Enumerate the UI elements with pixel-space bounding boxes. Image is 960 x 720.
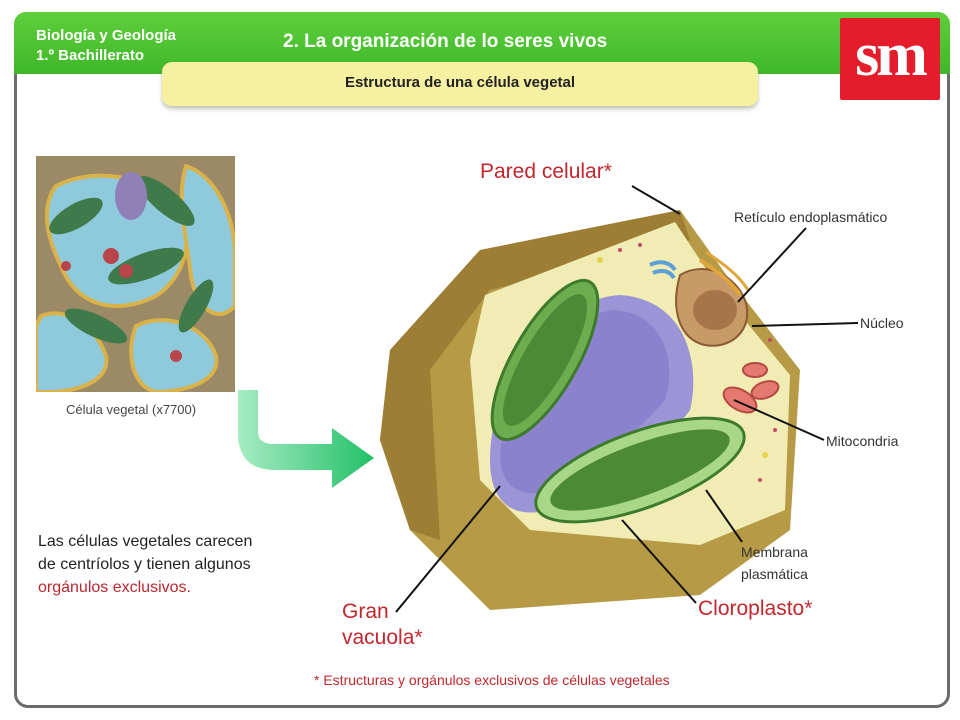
label-reticulo-endoplasmatico: Retículo endoplasmático <box>734 209 888 225</box>
sm-logo: sm <box>840 18 940 100</box>
footnote: * Estructuras y orgánulos exclusivos de … <box>314 672 670 688</box>
label-membrana-plasmatica: Membrana plasmática <box>741 541 808 585</box>
subject-line-2: 1.º Bachillerato <box>36 47 145 64</box>
logo-text: sm <box>855 21 928 89</box>
arrow-icon <box>238 390 374 488</box>
label-nucleo: Núcleo <box>860 315 904 331</box>
label-cloroplasto: Cloroplasto* <box>698 597 813 620</box>
body-line-3: orgánulos exclusivos. <box>38 579 191 596</box>
label-gran-vacuola-line-2: vacuola* <box>342 626 423 649</box>
subtitle-bar: Estructura de una célula vegetal <box>162 62 758 106</box>
subtitle-text: Estructura de una célula vegetal <box>344 74 576 91</box>
label-gran-vacuola-line-1: Gran <box>342 600 389 623</box>
micrograph-image <box>36 156 235 392</box>
body-line-2: de centríolos y tienen algunos <box>38 556 251 573</box>
label-mitocondria: Mitocondria <box>826 433 899 449</box>
body-text: Las células vegetales carecen de centrío… <box>38 530 338 599</box>
slide-title: 2. La organización de lo seres vivos <box>283 31 608 52</box>
subject-line-1: Biología y Geología <box>36 27 177 44</box>
label-membrana-line-1: Membrana <box>741 544 808 560</box>
label-membrana-line-2: plasmática <box>741 566 808 582</box>
subject-label: Biología y Geología 1.º Bachillerato <box>36 26 176 66</box>
label-gran-vacuola: Gran vacuola* <box>342 599 423 651</box>
label-pared-celular: Pared celular* <box>480 160 612 183</box>
micrograph-caption: Célula vegetal (x7700) <box>66 402 197 417</box>
body-line-1: Las células vegetales carecen <box>38 533 253 550</box>
